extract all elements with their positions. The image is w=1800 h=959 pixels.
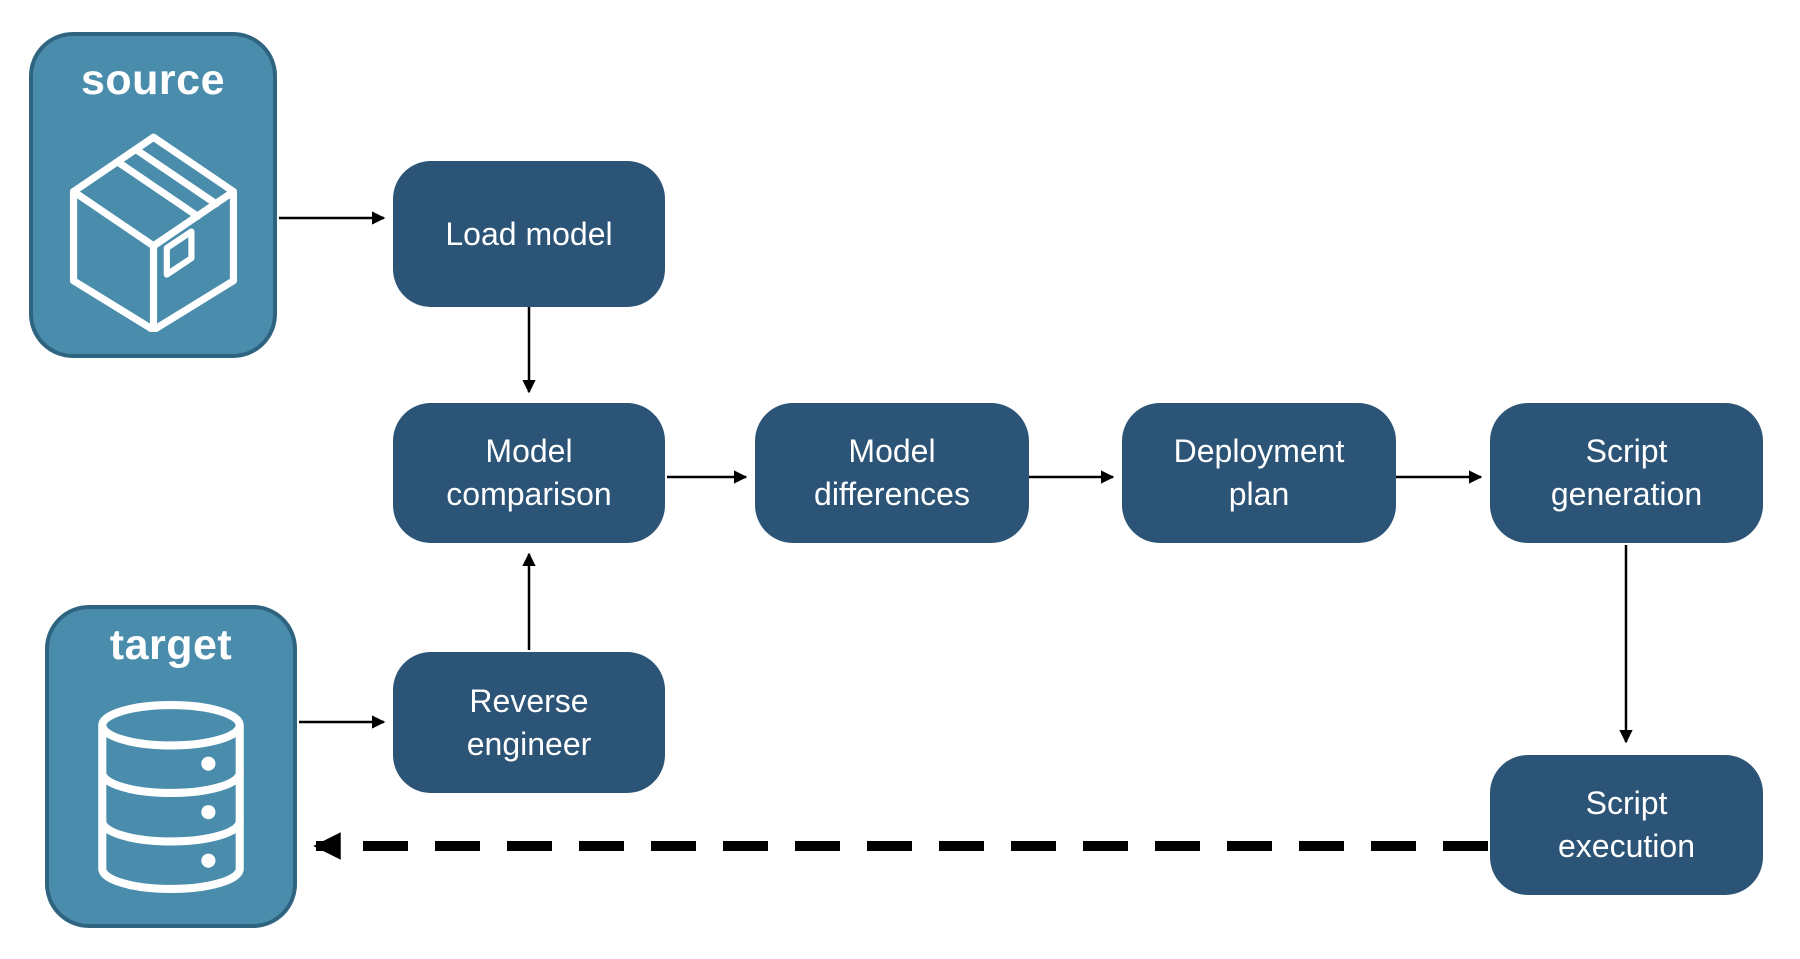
database-icon	[95, 670, 247, 924]
node-label: Model differences	[814, 433, 970, 512]
node-deployment-plan: Deployment plan	[1122, 403, 1396, 543]
entity-target-label: target	[109, 621, 233, 669]
entity-target: target	[45, 605, 297, 928]
node-load-model: Load model	[393, 161, 665, 307]
node-label: Script generation	[1550, 433, 1703, 512]
entity-source-label: source	[80, 56, 225, 104]
node-reverse-engineer: Reverse engineer	[393, 652, 665, 793]
node-model-differences: Model differences	[755, 403, 1029, 543]
node-label: Model comparison	[446, 433, 612, 512]
node-label: Load model	[445, 215, 613, 252]
node-label: Reverse engineer	[466, 682, 592, 762]
node-model-comparison: Model comparison	[393, 403, 665, 543]
package-icon	[51, 105, 256, 354]
node-label: Deployment plan	[1173, 433, 1345, 512]
node-label: Script execution	[1558, 785, 1695, 864]
node-script-generation: Script generation	[1490, 403, 1763, 543]
node-script-execution: Script execution	[1490, 755, 1763, 895]
entity-source: source	[29, 32, 277, 358]
